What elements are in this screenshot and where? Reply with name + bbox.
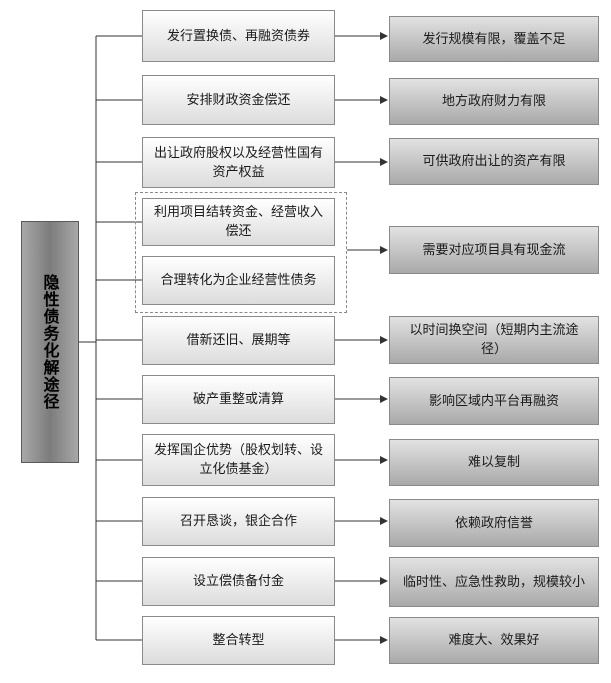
method-label-3: 出让政府股权以及经营性国有资产权益 — [153, 145, 323, 180]
root-label: 隐性债务化解途径 — [40, 274, 60, 410]
method-box-1: 发行置换债、再融资债券 — [142, 10, 335, 62]
result-label-7: 影响区域内平台再融资 — [428, 393, 559, 409]
method-label-10: 设立偿债备付金 — [192, 574, 284, 589]
result-box-6: 以时间换空间（短期内主流途径） — [389, 316, 599, 364]
result-label-6: 以时间换空间（短期内主流途径） — [409, 323, 579, 357]
method-box-6: 借新还旧、展期等 — [142, 316, 335, 365]
method-label-11: 整合转型 — [212, 633, 265, 648]
method-box-10: 设立偿债备付金 — [142, 557, 335, 606]
result-label-11: 难度大、效果好 — [448, 633, 540, 648]
method-box-9: 召开恳谈，银企合作 — [142, 497, 335, 546]
method-box-2: 安排财政资金偿还 — [142, 75, 335, 125]
method-label-6: 借新还旧、展期等 — [186, 333, 291, 348]
result-box-1: 发行规模有限，覆盖不足 — [389, 16, 599, 62]
method-label-9: 召开恳谈，银企合作 — [179, 514, 297, 529]
method-label-8: 发挥国企优势（股权划转、设立化债基金） — [153, 443, 323, 477]
result-box-10: 临时性、应急性救助，规模较小 — [389, 557, 599, 607]
result-box-3: 可供政府出让的资产有限 — [389, 138, 599, 185]
result-label-4: 需要对应项目具有现金流 — [422, 242, 566, 258]
result-box-4: 需要对应项目具有现金流 — [389, 226, 599, 274]
result-box-11: 难度大、效果好 — [389, 617, 599, 664]
result-box-2: 地方政府财力有限 — [389, 78, 599, 125]
result-label-3: 可供政府出让的资产有限 — [422, 154, 566, 169]
result-box-8: 难以复制 — [389, 439, 599, 486]
result-box-7: 影响区域内平台再融资 — [389, 377, 599, 425]
method-box-11: 整合转型 — [142, 616, 335, 665]
method-box-7: 破产重整或清算 — [142, 375, 335, 424]
method-box-3: 出让政府股权以及经营性国有资产权益 — [142, 137, 335, 188]
result-label-2: 地方政府财力有限 — [441, 94, 546, 109]
result-label-8: 难以复制 — [467, 455, 520, 470]
result-label-9: 依赖政府信誉 — [454, 515, 533, 531]
result-box-9: 依赖政府信誉 — [389, 499, 599, 547]
method-box-4: 利用项目结转资金、经营收入偿还 — [142, 198, 335, 246]
result-label-10: 临时性、应急性救助，规模较小 — [402, 574, 585, 590]
result-label-1: 发行规模有限，覆盖不足 — [422, 31, 566, 47]
method-box-5: 合理转化为企业经营性债务 — [142, 256, 335, 305]
method-label-2: 安排财政资金偿还 — [186, 92, 291, 108]
method-label-1: 发行置换债、再融资债券 — [166, 28, 310, 44]
method-label-4: 利用项目结转资金、经营收入偿还 — [153, 205, 323, 239]
method-label-5: 合理转化为企业经营性债务 — [160, 273, 317, 288]
root-node: 隐性债务化解途径 — [21, 221, 79, 463]
method-label-7: 破产重整或清算 — [192, 392, 284, 407]
group-dashed-border — [135, 192, 347, 313]
method-box-8: 发挥国企优势（股权划转、设立化债基金） — [142, 434, 335, 486]
